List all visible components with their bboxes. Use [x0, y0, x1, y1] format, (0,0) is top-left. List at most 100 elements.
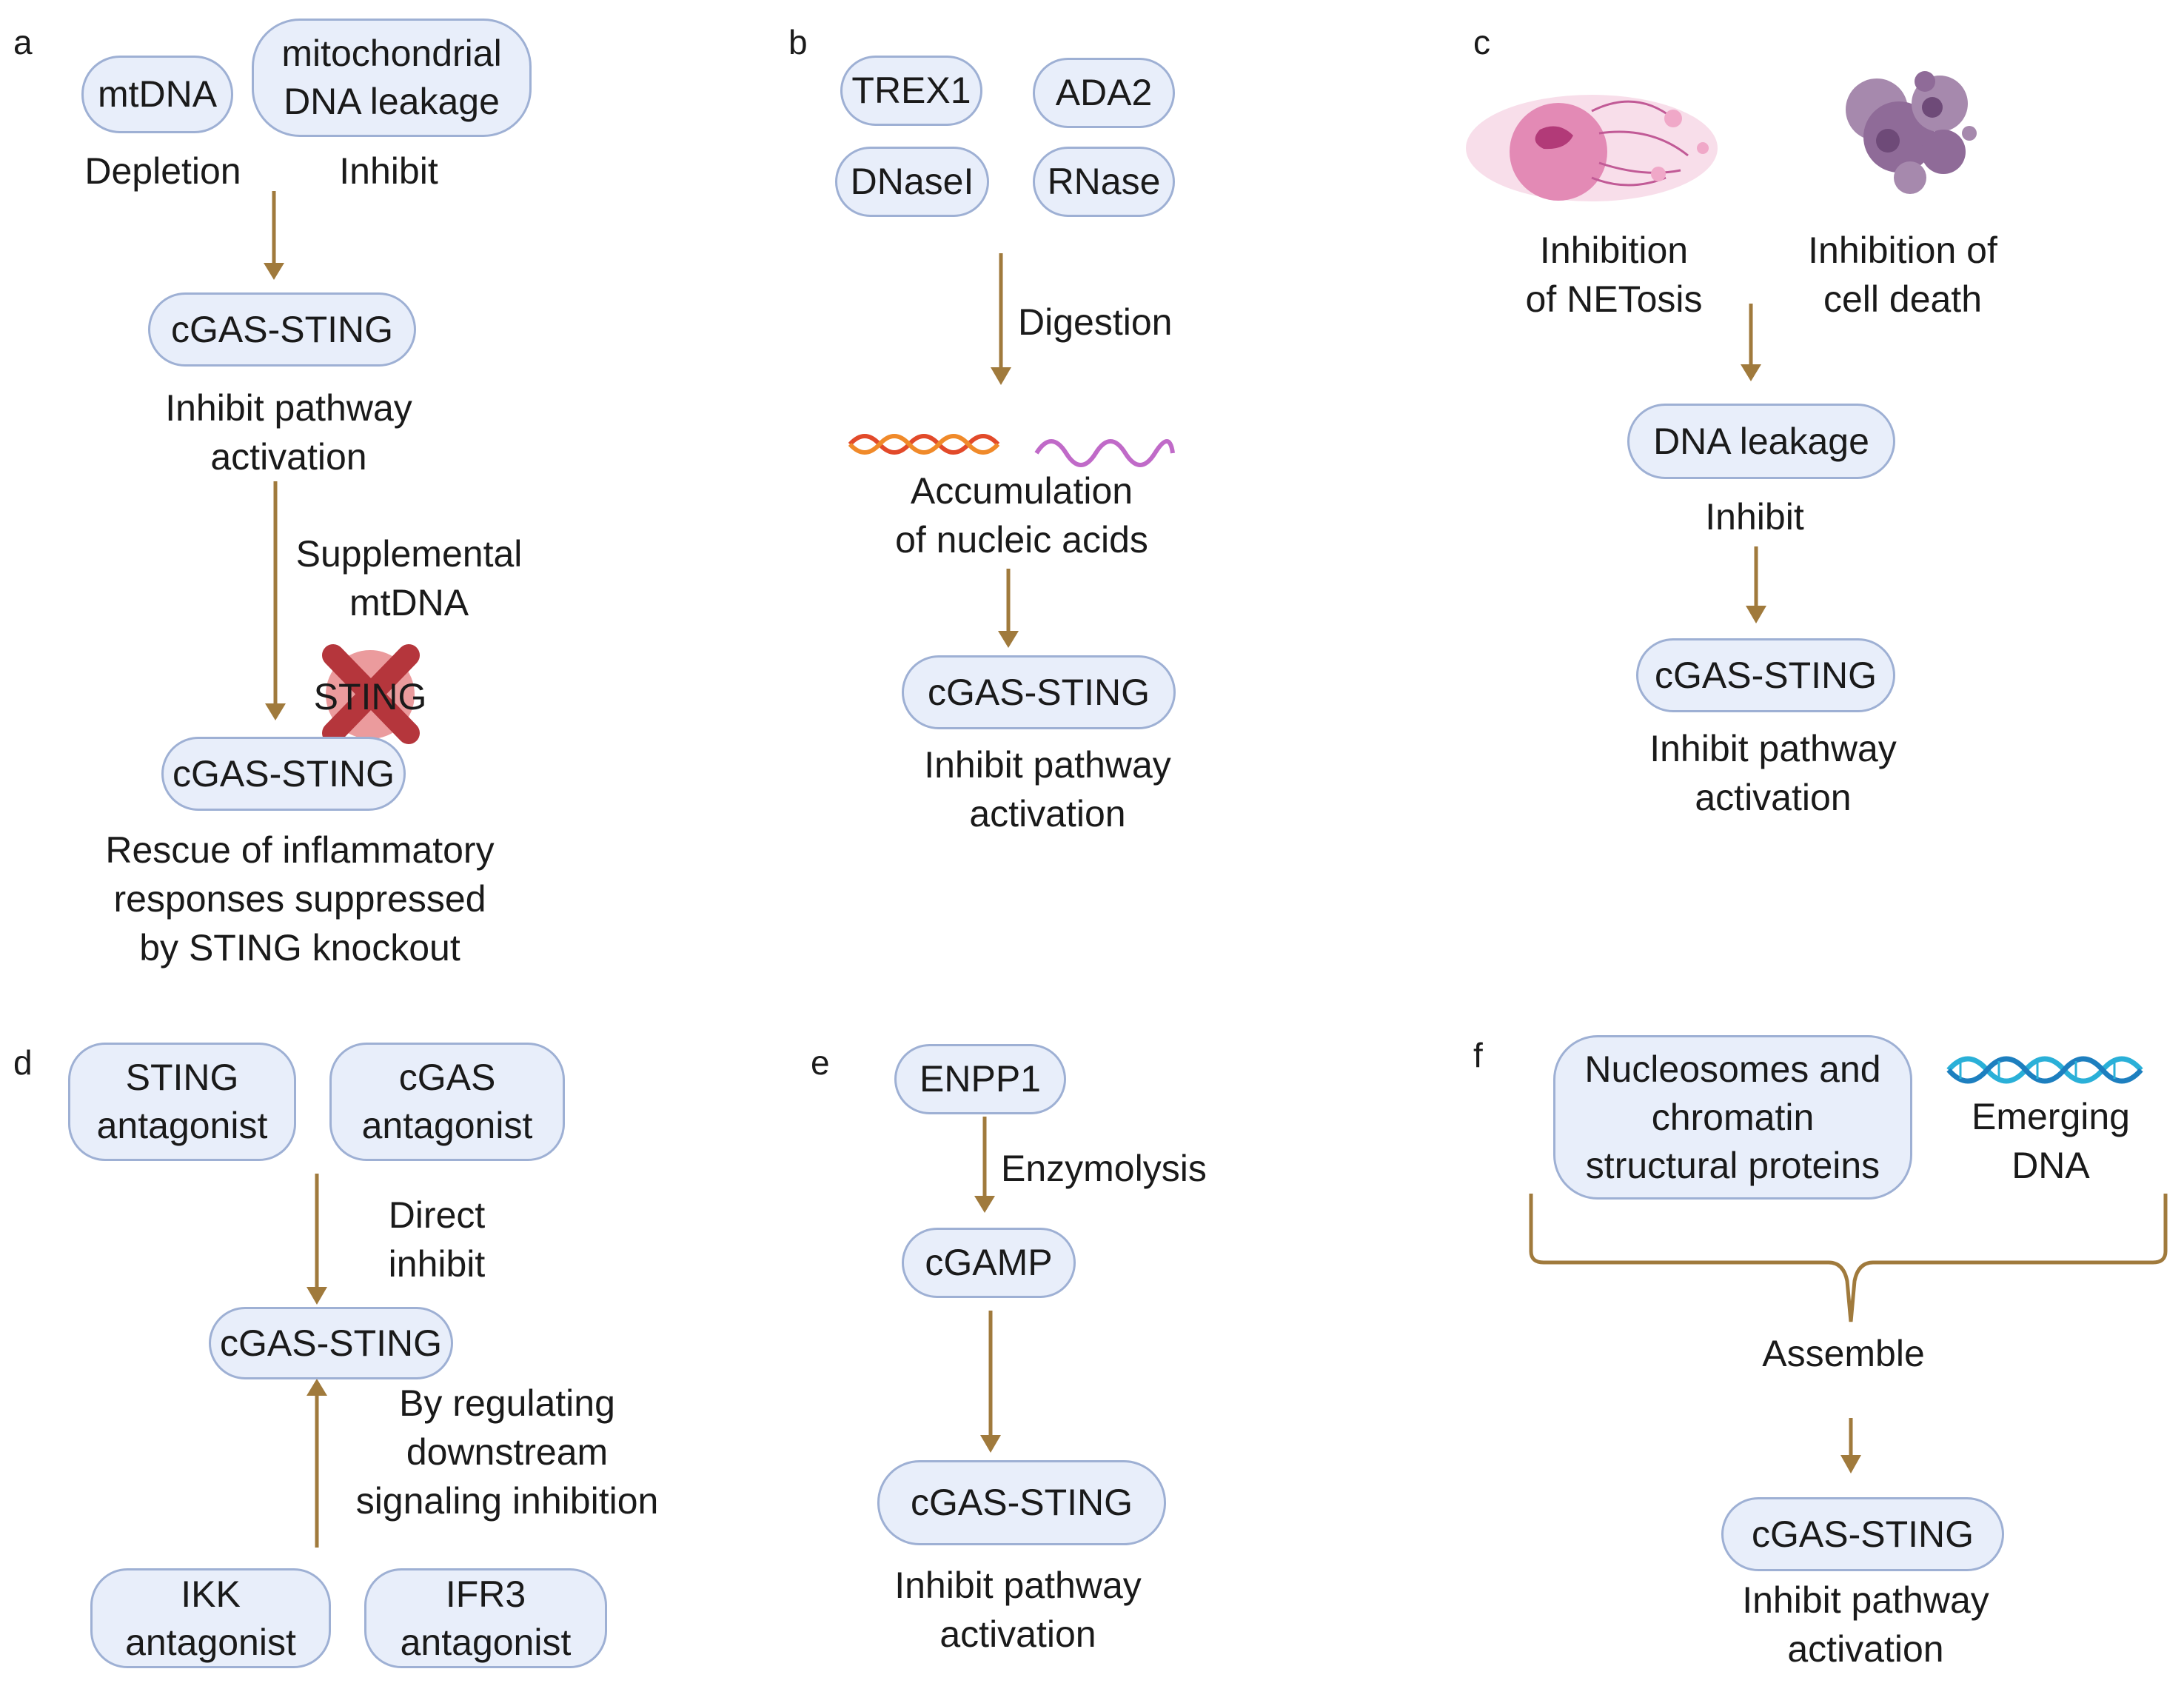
node-label: ENPP1: [920, 1058, 1041, 1100]
text-line: Inhibit pathway: [1649, 728, 1897, 769]
text-line: Rescue of inflammatory: [105, 829, 495, 871]
arrow-a-1: [264, 191, 284, 280]
text-line: Supplemental: [295, 533, 523, 575]
text-line: activation: [1695, 777, 1852, 818]
dna-double-helix-icon: [1946, 1056, 2143, 1084]
text-line: mtDNA: [349, 582, 469, 623]
node-label: DNaseI: [850, 161, 974, 202]
cgas-sting-node-c: cGAS-STING: [1636, 638, 1895, 712]
dna-double-helix-icon: [848, 434, 1000, 455]
text-line: DNA: [2012, 1145, 2090, 1186]
arrow-c-1: [1741, 304, 1761, 381]
text-line: IFR3: [445, 1573, 526, 1615]
panel-letter-c: c: [1473, 23, 1490, 61]
panel-letter-e: e: [811, 1043, 830, 1082]
text-line: IKK: [181, 1573, 241, 1615]
rescue-label: Rescue of inflammatory responses suppress…: [44, 826, 555, 972]
text-line: antagonist: [125, 1621, 296, 1663]
text-line: structural proteins: [1585, 1144, 1880, 1186]
cross-out-icon: [322, 644, 420, 744]
cgas-sting-node-d: cGAS-STING: [209, 1307, 453, 1379]
cgamp-node: cGAMP: [902, 1228, 1076, 1298]
sting-crossed-label: STING: [313, 676, 427, 717]
text-line: Inhibition: [1539, 230, 1689, 271]
arrow-d-2: [307, 1379, 327, 1548]
text-line: STING: [125, 1057, 239, 1098]
enzymolysis-label: Enzymolysis: [1001, 1148, 1207, 1189]
direct-inhibit-label: Direct inhibit: [341, 1191, 533, 1288]
node-label: cGAS-STING: [1654, 654, 1877, 696]
node-label: RNase: [1047, 161, 1161, 202]
inhibit-pathway-label-e: Inhibit pathway activation: [837, 1561, 1199, 1659]
cgas-sting-node-f: cGAS-STING: [1721, 1497, 2004, 1571]
cgas-sting-node-b: cGAS-STING: [902, 655, 1176, 729]
ada2-node: ADA2: [1033, 58, 1175, 128]
digestion-label: Digestion: [1018, 301, 1173, 343]
ifr3-antagonist-node: IFR3 antagonist: [364, 1568, 607, 1668]
arrow-d-1: [307, 1174, 327, 1305]
nucleosomes-node: Nucleosomes and chromatin structural prote…: [1553, 1035, 1912, 1200]
inhibit-pathway-label-c: Inhibit pathway activation: [1592, 724, 1954, 822]
text-line: activation: [969, 793, 1126, 834]
text-line: Direct: [388, 1194, 486, 1236]
depletion-label: Depletion: [84, 150, 241, 192]
panel-letter-d: d: [13, 1043, 33, 1082]
accumulation-label: Accumulation of nucleic acids: [851, 466, 1192, 564]
arrow-b-2: [998, 569, 1019, 648]
text-line: antagonist: [400, 1621, 572, 1663]
node-label: cGAS-STING: [910, 1482, 1133, 1523]
node-label: cGAS-STING: [1751, 1513, 1974, 1555]
supplemental-mtdna-label: Supplemental mtDNA: [274, 529, 544, 627]
arrow-e-2: [980, 1311, 1001, 1453]
text-line: of NETosis: [1525, 278, 1703, 320]
node-label: cGAS-STING: [927, 671, 1150, 713]
text-line: signaling inhibition: [355, 1480, 659, 1522]
text-line: chromatin: [1651, 1096, 1815, 1138]
assemble-bracket: [1529, 1194, 2168, 1322]
text-line: Nucleosomes and: [1584, 1048, 1881, 1090]
arrow-a-2: [265, 481, 286, 720]
text-line: Inhibit pathway: [1742, 1579, 1989, 1621]
mtdna-node: mtDNA: [81, 56, 233, 133]
arrow-c-2: [1746, 546, 1766, 623]
text-line: activation: [939, 1613, 1096, 1655]
panel-letter-a: a: [13, 23, 33, 61]
panel-letter-f: f: [1473, 1036, 1483, 1074]
node-label: cGAS-STING: [172, 752, 395, 795]
inhibit-pathway-label-b: Inhibit pathway activation: [866, 740, 1229, 838]
text-line: cell death: [1823, 278, 1983, 320]
text-line: Inhibit pathway: [924, 744, 1171, 786]
text-line: cGAS: [398, 1057, 496, 1098]
dnasei-node: DNaseI: [835, 147, 989, 217]
dying-cell-icon: [1846, 71, 1977, 194]
text-line: Inhibit pathway: [894, 1565, 1142, 1606]
text-line: activation: [210, 436, 367, 478]
node-label: ADA2: [1055, 72, 1153, 113]
inhibit-label-a: Inhibit: [339, 150, 438, 192]
node-label: cGAMP: [925, 1242, 1053, 1283]
enpp1-node: ENPP1: [894, 1044, 1066, 1114]
cgas-sting-node-e: cGAS-STING: [877, 1460, 1166, 1545]
text-line: responses suppressed: [113, 878, 486, 920]
inhibit-label-c: Inhibit: [1705, 496, 1804, 538]
node-label: DNA leakage: [1653, 420, 1869, 462]
arrow-f-1: [1840, 1418, 1861, 1473]
text-line: of nucleic acids: [895, 519, 1148, 561]
cgas-sting-node-a2: cGAS-STING: [161, 737, 406, 811]
trex1-node: TREX1: [840, 56, 982, 126]
neutrophil-netosis-icon: [1466, 95, 1718, 201]
text-line: inhibit: [388, 1243, 486, 1285]
panel-letter-b: b: [788, 23, 808, 61]
node-label: cGAS-STING: [170, 308, 394, 350]
text-line: By regulating: [399, 1382, 615, 1424]
text-line: Inhibit pathway: [165, 387, 412, 429]
text-line: Accumulation: [910, 470, 1133, 512]
ikk-antagonist-node: IKK antagonist: [90, 1568, 331, 1668]
